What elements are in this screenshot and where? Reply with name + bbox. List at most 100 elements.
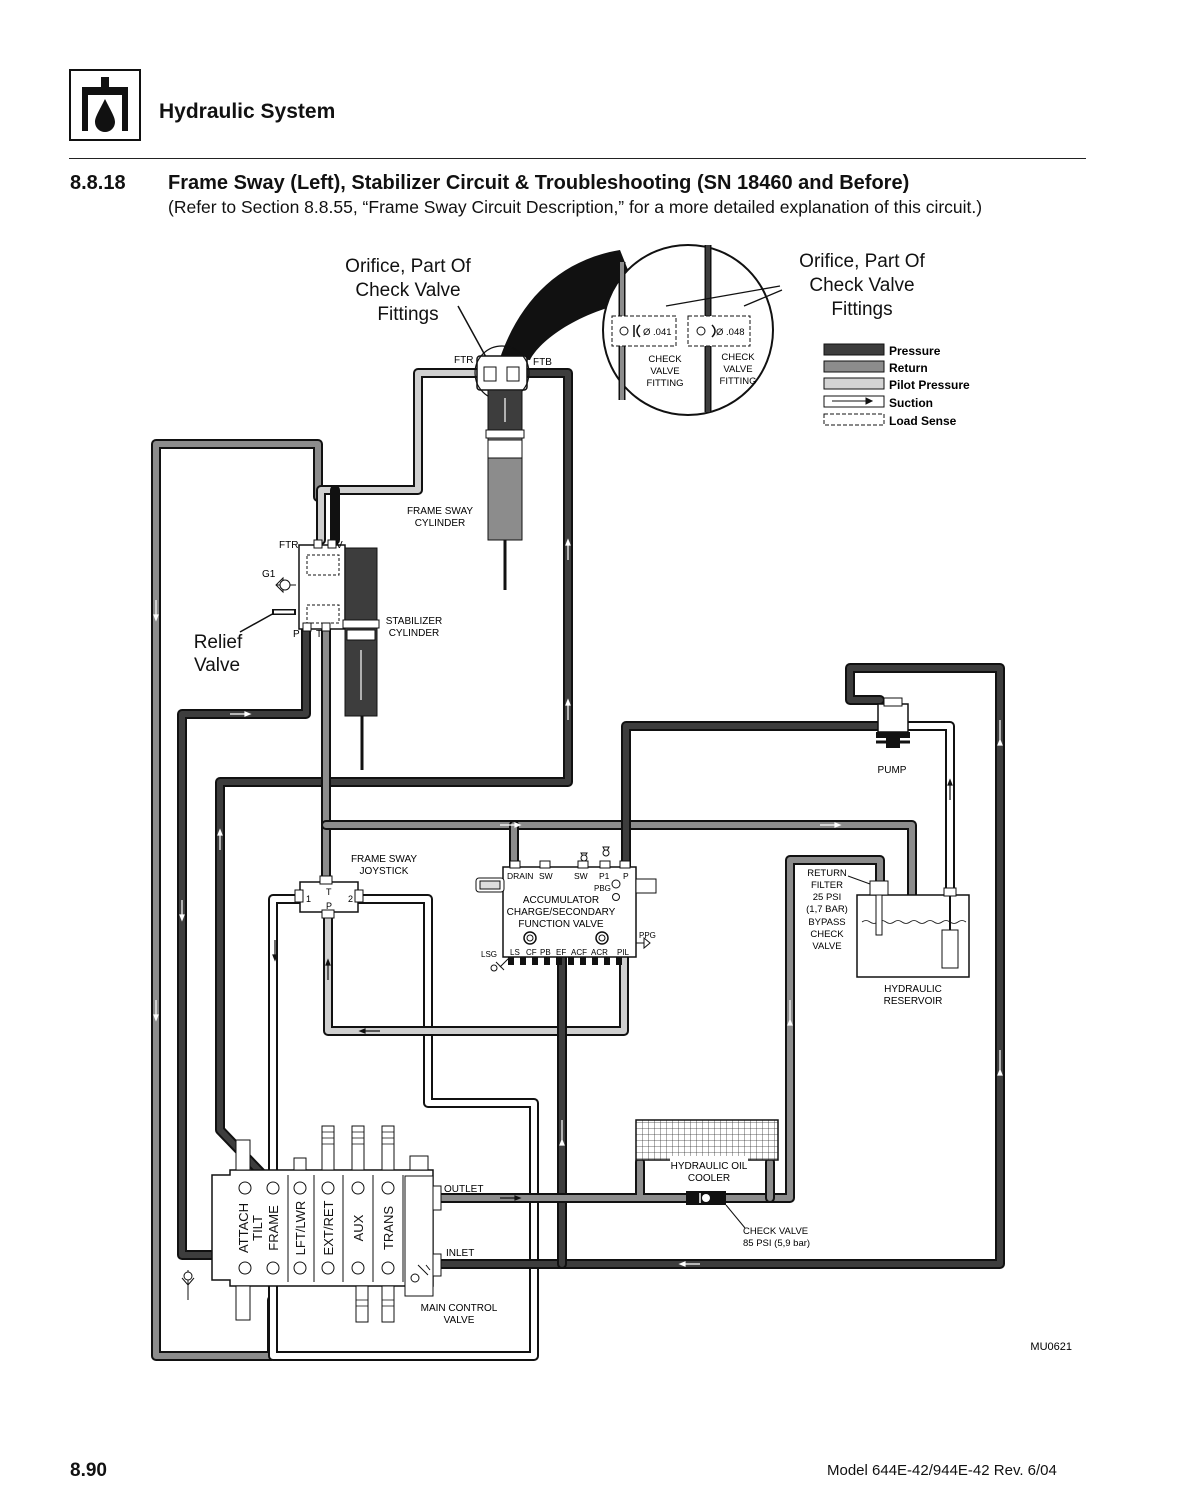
section-lft-lwr: LFT/LWR — [293, 1201, 308, 1256]
svg-text:CHECK VALVE: CHECK VALVE — [743, 1226, 808, 1237]
port-inlet: INLET — [446, 1248, 474, 1259]
svg-text:Valve: Valve — [194, 655, 240, 676]
main-control-valve: ATTACH TILT FRAME LFT/LWR EXT/RET AUX TR… — [181, 1125, 498, 1326]
heading-number: 8.8.18 — [70, 172, 126, 194]
legend-pilot-pressure: Pilot Pressure — [823, 377, 970, 392]
svg-text:COOLER: COOLER — [688, 1173, 730, 1184]
section-aux: AUX — [351, 1214, 366, 1241]
section-attach: ATTACH — [236, 1203, 251, 1253]
svg-text:FITTING: FITTING — [720, 376, 757, 387]
svg-text:CHECK: CHECK — [648, 354, 682, 365]
svg-text:PIL: PIL — [617, 948, 630, 957]
svg-text:2: 2 — [348, 894, 353, 904]
svg-text:PBG: PBG — [594, 884, 611, 893]
header-divider — [69, 158, 1086, 159]
svg-text:T: T — [326, 887, 332, 897]
port-v: V — [336, 540, 343, 551]
svg-text:P: P — [623, 871, 629, 881]
port-t: T — [316, 629, 322, 640]
svg-text:Load Sense: Load Sense — [889, 414, 957, 428]
svg-text:VALVE: VALVE — [812, 941, 841, 952]
relief-valve-callout: Relief Valve — [194, 632, 243, 676]
svg-text:SW: SW — [539, 871, 553, 881]
svg-text:Fittings: Fittings — [831, 299, 892, 320]
pilot-line-ftr — [316, 368, 493, 545]
svg-text:JOYSTICK: JOYSTICK — [360, 866, 409, 877]
svg-text:VALVE: VALVE — [723, 364, 752, 375]
hydraulic-oil-drop-icon — [69, 69, 141, 141]
svg-text:CF: CF — [526, 948, 537, 957]
svg-text:VALVE: VALVE — [444, 1315, 475, 1326]
page-number: 8.90 — [70, 1460, 107, 1481]
svg-text:FRAME SWAY: FRAME SWAY — [407, 506, 473, 517]
hydraulic-oil-cooler: HYDRAULIC OIL COOLER — [635, 1119, 779, 1184]
orifice-detail-callout: Ø .041 Ø .048 CHECK VALVE FITTING CHECK … — [500, 244, 783, 416]
section-tilt: TILT — [250, 1215, 265, 1241]
svg-text:CYLINDER: CYLINDER — [389, 628, 440, 639]
stabilizer-cylinder: STABILIZER CYLINDER — [342, 547, 442, 770]
heading-title: Frame Sway (Left), Stabilizer Circuit & … — [168, 172, 910, 194]
legend-return: Return — [823, 360, 928, 375]
svg-text:HYDRAULIC OIL: HYDRAULIC OIL — [671, 1161, 748, 1172]
svg-text:Suction: Suction — [889, 396, 933, 410]
frame-sway-cylinder: FRAME SWAY CYLINDER FTR FTB — [407, 345, 552, 590]
figure-id: MU0621 — [1030, 1341, 1072, 1353]
svg-text:CHECK: CHECK — [810, 929, 844, 940]
svg-text:CHECK: CHECK — [721, 352, 755, 363]
svg-text:Orifice, Part Of: Orifice, Part Of — [345, 256, 471, 277]
return-line-cooler — [433, 855, 885, 1203]
orifice-callout-left: Orifice, Part Of Check Valve Fittings — [345, 256, 471, 325]
svg-text:SW: SW — [574, 871, 588, 881]
hydraulic-schematic: Ø .041 Ø .048 CHECK VALVE FITTING CHECK … — [151, 244, 1072, 1361]
section-trans: TRANS — [381, 1206, 396, 1250]
model-revision: Model 644E-42/944E-42 Rev. 6/04 — [827, 1462, 1057, 1479]
svg-text:P: P — [326, 901, 332, 911]
svg-text:Fittings: Fittings — [377, 304, 438, 325]
svg-text:LS: LS — [510, 948, 520, 957]
svg-text:25 PSI: 25 PSI — [813, 892, 842, 903]
svg-text:1: 1 — [306, 894, 311, 904]
svg-text:PB: PB — [540, 948, 551, 957]
pressure-line-v — [177, 485, 340, 1260]
pump: PUMP — [876, 697, 910, 776]
port-ftr: FTR — [279, 540, 298, 551]
svg-text:ACF: ACF — [571, 948, 587, 957]
port-g1: G1 — [262, 569, 276, 580]
accumulator-charge-valve: DRAIN SW SW P1 P PBG PPG LSG ACCUMULATOR… — [475, 846, 657, 972]
fitting-1-size: Ø .041 — [643, 327, 672, 338]
port-outlet: OUTLET — [444, 1184, 483, 1195]
hydraulic-reservoir: HYDRAULIC RESERVOIR — [856, 880, 970, 1007]
svg-text:Relief: Relief — [194, 632, 243, 653]
legend-load-sense: Load Sense — [823, 413, 957, 428]
svg-text:ACR: ACR — [591, 948, 608, 957]
svg-text:FUNCTION VALVE: FUNCTION VALVE — [518, 919, 604, 930]
svg-text:85 PSI (5,9 bar): 85 PSI (5,9 bar) — [743, 1238, 810, 1249]
svg-text:PPG: PPG — [639, 931, 656, 940]
port-ftb: FTB — [533, 357, 552, 368]
svg-text:ACCUMULATOR: ACCUMULATOR — [523, 895, 599, 906]
svg-text:Check Valve: Check Valve — [809, 275, 914, 296]
svg-text:RETURN: RETURN — [807, 868, 847, 879]
svg-text:CYLINDER: CYLINDER — [415, 518, 466, 529]
heading-subtitle: (Refer to Section 8.8.55, “Frame Sway Ci… — [168, 197, 983, 217]
svg-text:RESERVOIR: RESERVOIR — [884, 996, 943, 1007]
port-ftr-top: FTR — [454, 355, 473, 366]
svg-text:Check Valve: Check Valve — [355, 280, 460, 301]
svg-text:FRAME SWAY: FRAME SWAY — [351, 854, 417, 865]
section-ext-ret: EXT/RET — [321, 1200, 336, 1255]
svg-text:FILTER: FILTER — [811, 880, 843, 891]
svg-text:BYPASS: BYPASS — [808, 917, 845, 928]
section-title: Hydraulic System — [159, 100, 336, 123]
svg-text:CHARGE/SECONDARY: CHARGE/SECONDARY — [507, 907, 616, 918]
svg-text:Pressure: Pressure — [889, 344, 941, 358]
suction-line — [903, 721, 955, 895]
legend-pressure: Pressure — [823, 343, 941, 358]
svg-text:(1,7 BAR): (1,7 BAR) — [806, 904, 848, 915]
pressure-line-ftb — [215, 368, 573, 1185]
frame-sway-joystick: FRAME SWAY JOYSTICK T P 1 2 — [294, 854, 417, 919]
return-filter: RETURN FILTER 25 PSI (1,7 BAR) BYPASS CH… — [806, 868, 871, 952]
pressure-line-pump — [433, 663, 1005, 1269]
svg-text:Pilot Pressure: Pilot Pressure — [889, 378, 970, 392]
svg-text:VALVE: VALVE — [650, 366, 679, 377]
stabilizer-valve-block: FTR V G1 P T — [262, 539, 346, 640]
